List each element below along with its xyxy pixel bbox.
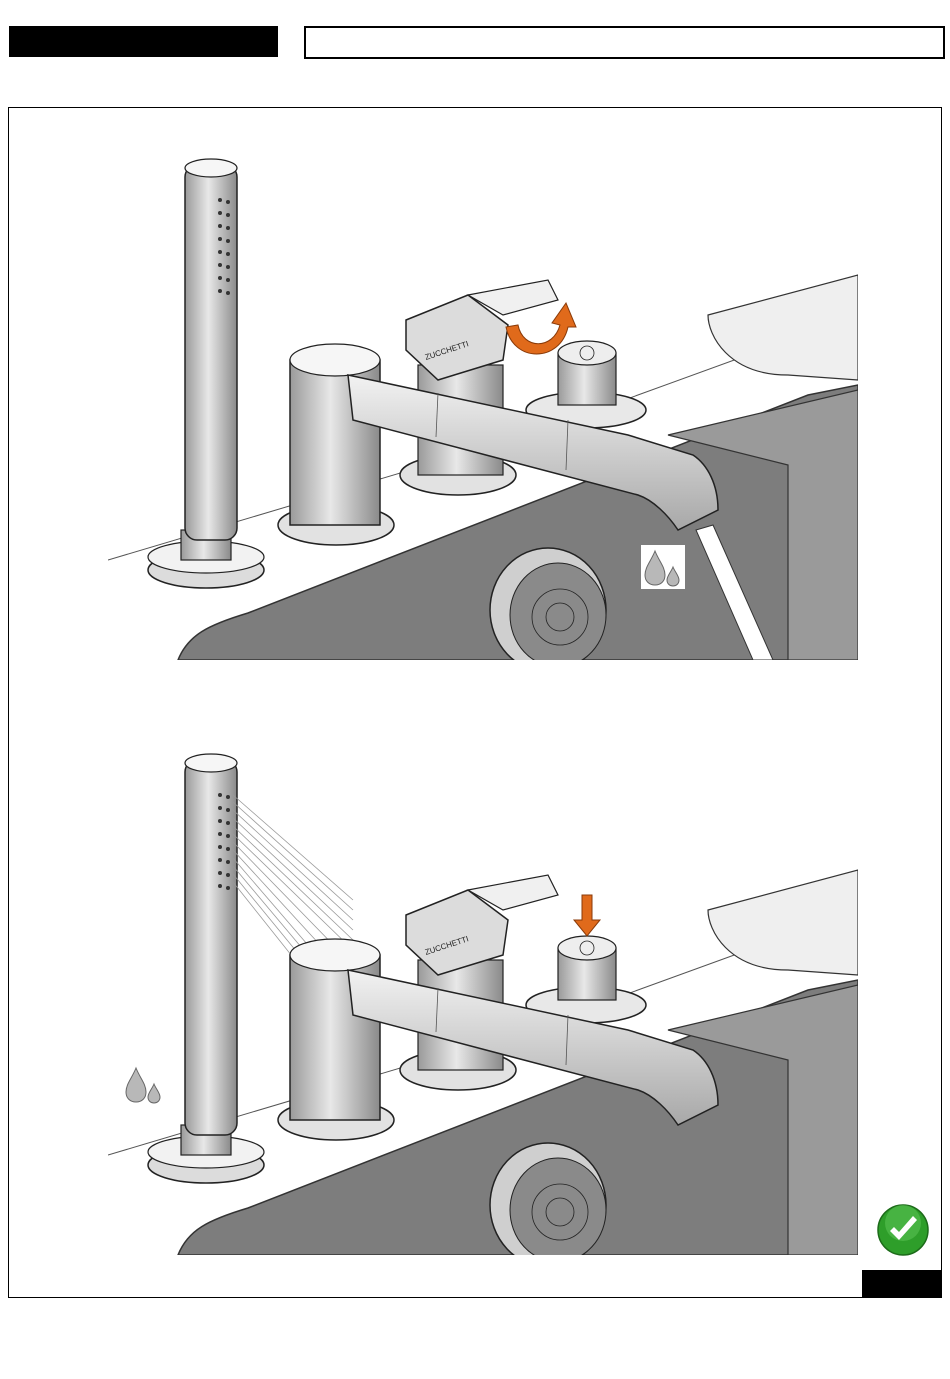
figure-step-press-diverter: ZUCCHETTI bbox=[108, 730, 858, 1255]
header-black-bar bbox=[9, 26, 278, 57]
arrow-down-icon bbox=[574, 895, 600, 936]
figure-step-open-spout: ZUCCHETTI bbox=[108, 135, 858, 660]
water-drops-icon bbox=[641, 545, 685, 589]
water-drops-icon bbox=[122, 1062, 166, 1106]
green-check-icon bbox=[876, 1203, 930, 1257]
page-number-block bbox=[862, 1270, 941, 1297]
header-title-box bbox=[304, 26, 945, 59]
